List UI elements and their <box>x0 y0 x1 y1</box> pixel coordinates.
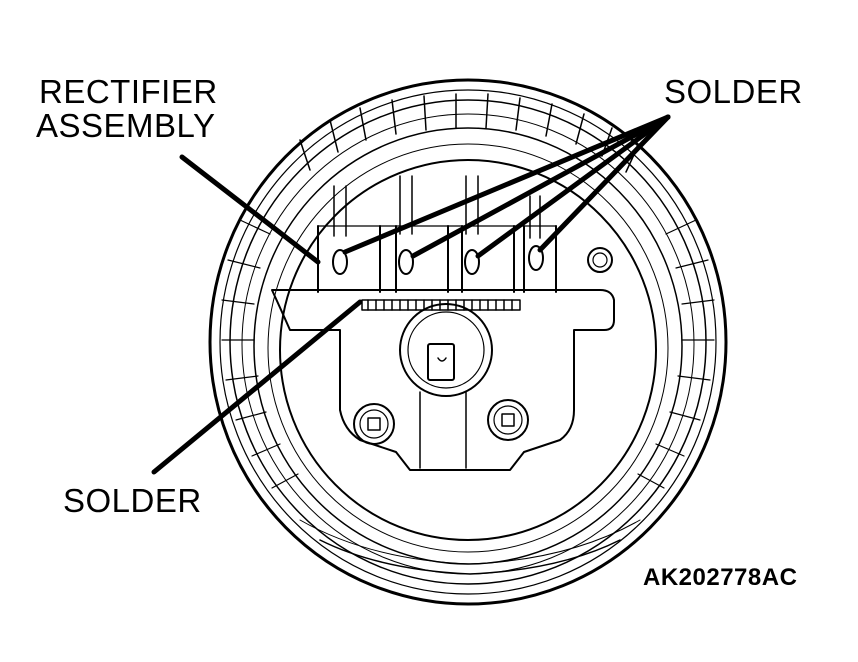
label-solder-top: SOLDER <box>664 73 803 110</box>
leader-solder-4 <box>537 114 671 253</box>
leader-solder-1 <box>342 114 671 255</box>
leader-solder-bottom <box>151 299 363 475</box>
figure-id-code: AK202778AC <box>643 564 798 591</box>
leader-lines <box>151 114 671 475</box>
stator-winding <box>208 78 728 606</box>
bearing-boss <box>399 303 493 469</box>
label-solder-bottom: SOLDER <box>63 482 202 519</box>
label-rectifier-line2: ASSEMBLY <box>36 107 216 144</box>
mounting-screws <box>353 247 613 445</box>
label-rectifier-line1: RECTIFIER <box>39 73 218 110</box>
leader-solder-2 <box>410 114 671 259</box>
leader-solder-3 <box>475 114 671 259</box>
leader-rectifier-assembly <box>179 154 321 265</box>
rectifier-plate <box>271 175 615 471</box>
